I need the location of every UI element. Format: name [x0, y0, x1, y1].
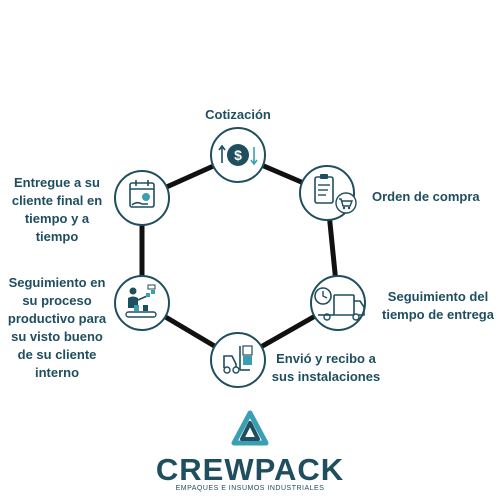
node-entregue: [114, 170, 170, 226]
label-cotizacion: Cotización: [188, 106, 288, 124]
forklift-icon: [223, 345, 253, 374]
label-line: su visto bueno: [11, 329, 103, 344]
svg-text:$: $: [234, 147, 242, 163]
label-line: tiempo y a: [24, 211, 90, 226]
label-line: Entregue a su: [14, 175, 100, 190]
triangle-logo-icon: [231, 410, 269, 446]
label-line: Seguimiento en: [8, 275, 106, 290]
clock-truck-icon: [314, 287, 365, 321]
logo-tagline: EMPAQUES E INSUMOS INDUSTRIALES: [175, 485, 325, 492]
label-line: Cotización: [205, 107, 271, 122]
label-line: productivo para: [7, 311, 107, 326]
label-line: de su cliente: [17, 347, 97, 362]
label-line: cliente final en: [11, 193, 103, 208]
label-line: Envió y recibo a: [276, 351, 376, 366]
node-seguimiento-proceso: [114, 275, 170, 331]
node-orden-de-compra: [299, 165, 357, 221]
clipboard-cart-icon: [314, 174, 357, 214]
label-seguimiento-entrega: Seguimiento del tiempo de entrega: [376, 288, 500, 324]
label-envio: Envió y recibo a sus instalaciones: [268, 350, 384, 386]
money-exchange-icon: $: [218, 144, 258, 166]
label-orden-de-compra: Orden de compra: [372, 188, 480, 206]
node-cotizacion: $: [210, 127, 266, 183]
label-entregue: Entregue a su cliente final en tiempo y …: [0, 174, 114, 246]
label-line: tiempo de entrega: [382, 307, 494, 322]
worker-conveyor-icon: [125, 284, 157, 318]
label-line: su proceso: [22, 293, 92, 308]
calendar-hand-icon: [129, 180, 155, 208]
logo-name: CREWPACK: [155, 452, 345, 487]
label-line: Seguimiento del: [387, 289, 489, 304]
label-line: interno: [34, 365, 80, 380]
label-line: tiempo: [35, 229, 79, 244]
node-seguimiento-entrega: [310, 275, 366, 331]
label-line: Orden de compra: [372, 189, 480, 204]
node-envio: [210, 332, 266, 388]
label-line: sus instalaciones: [271, 369, 381, 384]
label-seguimiento-proceso: Seguimiento en su proceso productivo par…: [0, 274, 114, 382]
